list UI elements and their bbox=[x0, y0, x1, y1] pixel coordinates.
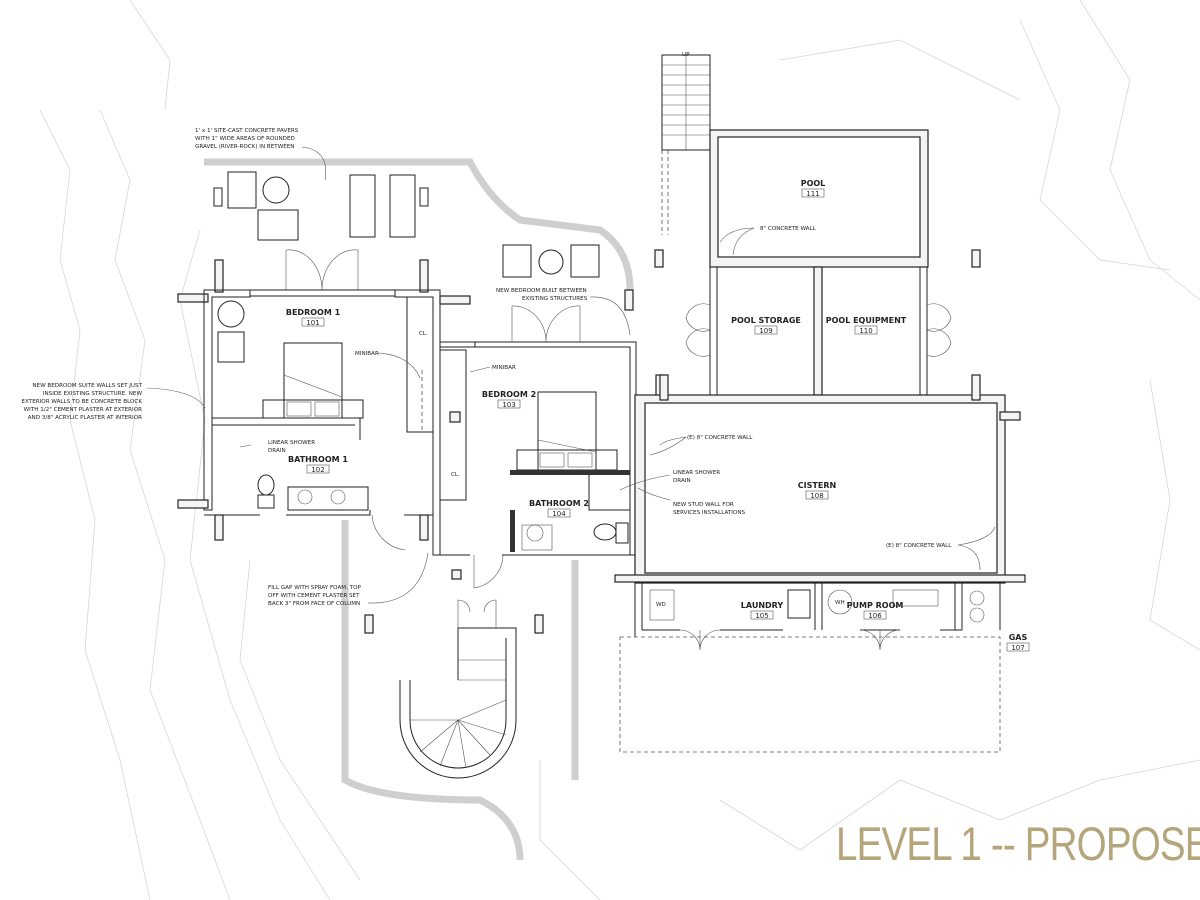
room-label-bathroom-1: BATHROOM 1 102 bbox=[288, 455, 348, 474]
room-label-pool: POOL 111 bbox=[801, 179, 826, 198]
closet-label-1: CL. bbox=[419, 331, 428, 337]
room-label-pump-room: PUMP ROOM 106 bbox=[847, 601, 904, 620]
svg-text:PUMP ROOM: PUMP ROOM bbox=[847, 601, 904, 610]
svg-text:108: 108 bbox=[810, 492, 823, 500]
svg-text:DRAIN: DRAIN bbox=[268, 448, 286, 454]
svg-text:LAUNDRY: LAUNDRY bbox=[741, 601, 784, 610]
stair-up-label: UP bbox=[682, 52, 690, 58]
svg-text:106: 106 bbox=[868, 612, 882, 620]
note-pavers: 1' x 1' SITE-CAST CONCRETE PAVERS WITH 1… bbox=[195, 128, 299, 150]
minibar-label-1: MINIBAR bbox=[355, 351, 379, 357]
service-rooms bbox=[364, 582, 1001, 753]
note-cistern-wall-2: (E) 8" CONCRETE WALL bbox=[886, 543, 952, 549]
svg-text:EXISTING STRUCTURES: EXISTING STRUCTURES bbox=[522, 296, 588, 302]
svg-text:NEW BEDROOM BUILT BETWEEN: NEW BEDROOM BUILT BETWEEN bbox=[496, 288, 587, 294]
svg-text:LINEAR SHOWER: LINEAR SHOWER bbox=[673, 470, 720, 476]
svg-text:POOL EQUIPMENT: POOL EQUIPMENT bbox=[826, 316, 907, 325]
svg-text:POOL STORAGE: POOL STORAGE bbox=[731, 316, 801, 325]
note-new-bedroom: NEW BEDROOM BUILT BETWEEN EXISTING STRUC… bbox=[496, 288, 588, 302]
minibar-label-2: MINIBAR bbox=[492, 365, 516, 371]
svg-text:WITH 1/2" CEMENT PLASTER AT EX: WITH 1/2" CEMENT PLASTER AT EXTERIOR bbox=[24, 407, 142, 413]
svg-text:CISTERN: CISTERN bbox=[798, 481, 836, 490]
svg-text:109: 109 bbox=[759, 327, 772, 335]
note-stud-wall: NEW STUD WALL FOR SERVICES INSTALLATIONS bbox=[673, 502, 746, 516]
svg-text:GRAVEL (RIVER-ROCK) IN BETWEEN: GRAVEL (RIVER-ROCK) IN BETWEEN bbox=[195, 144, 295, 150]
svg-text:LINEAR SHOWER: LINEAR SHOWER bbox=[268, 440, 315, 446]
svg-text:NEW STUD WALL FOR: NEW STUD WALL FOR bbox=[673, 502, 734, 508]
water-heater-label: WH bbox=[835, 600, 845, 606]
svg-text:INSIDE EXISTING STRUCTURE. NEW: INSIDE EXISTING STRUCTURE. NEW bbox=[43, 391, 143, 397]
pool-block bbox=[685, 129, 952, 396]
svg-text:102: 102 bbox=[311, 466, 324, 474]
svg-text:GAS: GAS bbox=[1009, 633, 1028, 642]
note-spray-foam: FILL GAP WITH SPRAY FOAM. TOP OFF WITH C… bbox=[268, 585, 361, 607]
svg-text:AND 3/8" ACRYLIC PLASTER AT IN: AND 3/8" ACRYLIC PLASTER AT INTERIOR bbox=[28, 415, 142, 421]
svg-text:104: 104 bbox=[552, 510, 566, 518]
note-cistern-wall-1: (E) 8" CONCRETE WALL bbox=[687, 435, 753, 441]
svg-text:POOL: POOL bbox=[801, 179, 826, 188]
room-label-cistern: CISTERN 108 bbox=[798, 481, 836, 500]
room-label-laundry: LAUNDRY 105 bbox=[741, 601, 784, 620]
exterior-stair bbox=[654, 54, 981, 268]
room-label-pool-storage: POOL STORAGE 109 bbox=[731, 316, 801, 335]
svg-text:110: 110 bbox=[859, 327, 872, 335]
room-label-gas: GAS 107 bbox=[1006, 633, 1030, 652]
note-shower-drain-1: LINEAR SHOWER DRAIN bbox=[268, 440, 315, 454]
svg-text:DRAIN: DRAIN bbox=[673, 478, 691, 484]
room-label-bedroom-1: BEDROOM 1 101 bbox=[286, 308, 341, 327]
svg-text:BEDROOM 2: BEDROOM 2 bbox=[482, 390, 536, 399]
svg-text:WITH 1" WIDE AREAS OF ROUNDED: WITH 1" WIDE AREAS OF ROUNDED bbox=[195, 136, 295, 142]
closet-label-2: CL. bbox=[451, 472, 460, 478]
svg-text:111: 111 bbox=[806, 190, 819, 198]
washer-dryer-label: WD bbox=[656, 602, 666, 608]
note-shower-drain-2: LINEAR SHOWER DRAIN bbox=[673, 470, 720, 484]
patio-furniture bbox=[213, 171, 600, 278]
spiral-stair bbox=[399, 599, 517, 779]
svg-text:107: 107 bbox=[1011, 644, 1024, 652]
svg-text:OFF WITH CEMENT PLASTER SET: OFF WITH CEMENT PLASTER SET bbox=[268, 593, 360, 599]
note-suite-walls: NEW BEDROOM SUITE WALLS SET JUST INSIDE … bbox=[22, 383, 143, 421]
svg-text:BACK 3" FROM FACE OF COLUMN: BACK 3" FROM FACE OF COLUMN bbox=[268, 601, 360, 607]
drawing-title: LEVEL 1 -- PROPOSED bbox=[836, 817, 1200, 870]
svg-text:NEW BEDROOM SUITE WALLS SET JU: NEW BEDROOM SUITE WALLS SET JUST bbox=[32, 383, 142, 389]
svg-text:101: 101 bbox=[306, 319, 319, 327]
svg-text:105: 105 bbox=[755, 612, 768, 620]
svg-text:BEDROOM 1: BEDROOM 1 bbox=[286, 308, 341, 317]
gravel-paths bbox=[204, 158, 634, 861]
svg-text:FILL GAP WITH SPRAY FOAM. TOP: FILL GAP WITH SPRAY FOAM. TOP bbox=[268, 585, 361, 591]
svg-text:SERVICES INSTALLATIONS: SERVICES INSTALLATIONS bbox=[673, 510, 746, 516]
note-pool-wall: 8" CONCRETE WALL bbox=[760, 226, 817, 232]
svg-text:BATHROOM 2: BATHROOM 2 bbox=[529, 499, 589, 508]
room-label-bathroom-2: BATHROOM 2 104 bbox=[529, 499, 589, 518]
svg-text:1' x 1' SITE-CAST CONCRETE PAV: 1' x 1' SITE-CAST CONCRETE PAVERS bbox=[195, 128, 299, 134]
bedroom-1-walls bbox=[177, 249, 471, 556]
cistern-block bbox=[614, 374, 1026, 584]
topography-lines bbox=[39, 0, 1200, 900]
svg-text:BATHROOM 1: BATHROOM 1 bbox=[288, 455, 348, 464]
room-label-pool-equipment: POOL EQUIPMENT 110 bbox=[826, 316, 907, 335]
svg-text:103: 103 bbox=[502, 401, 515, 409]
bedroom-2-walls bbox=[439, 289, 665, 589]
leader-lines bbox=[146, 146, 996, 604]
svg-text:EXTERIOR WALLS TO BE CONCRETE: EXTERIOR WALLS TO BE CONCRETE BLOCK bbox=[22, 399, 143, 405]
room-label-bedroom-2: BEDROOM 2 103 bbox=[482, 390, 536, 409]
